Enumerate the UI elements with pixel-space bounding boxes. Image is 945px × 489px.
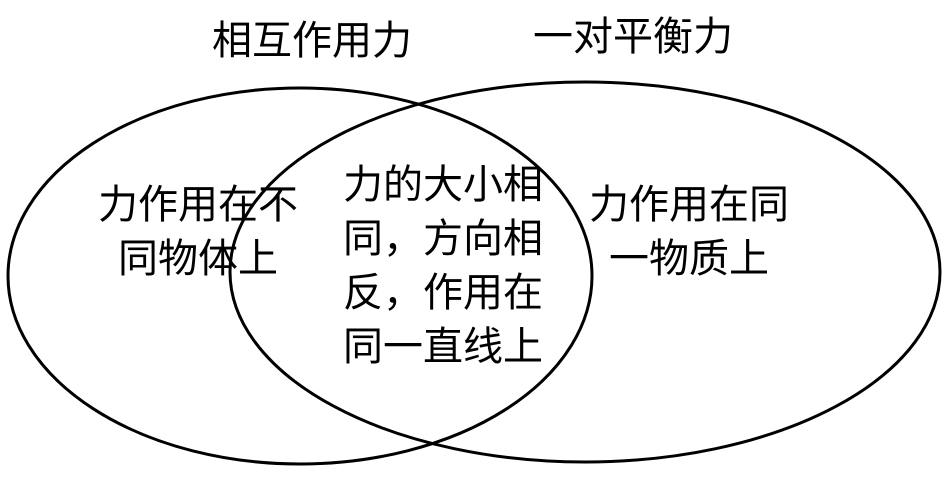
right-exclusive-text: 力作用在同 一物质上: [578, 178, 800, 286]
left-exclusive-line-1: 力作用在不: [98, 182, 298, 228]
right-exclusive-line-1: 力作用在同: [589, 182, 789, 228]
intersection-line-3: 反，作用在: [343, 270, 543, 316]
intersection-line-2: 同，方向相: [343, 216, 543, 262]
intersection-line-1: 力的大小相: [343, 162, 543, 208]
intersection-text: 力的大小相 同，方向相 反，作用在 同一直线上: [330, 158, 556, 374]
right-set-title: 一对平衡力: [533, 14, 733, 60]
left-exclusive-line-2: 同物体上: [118, 236, 278, 282]
right-exclusive-line-2: 一物质上: [609, 236, 769, 282]
left-exclusive-text: 力作用在不 同物体上: [88, 178, 308, 286]
left-set-title: 相互作用力: [212, 18, 412, 64]
left-set-ellipse: [6, 86, 594, 466]
intersection-line-4: 同一直线上: [343, 324, 543, 370]
right-set-ellipse: [228, 80, 942, 464]
